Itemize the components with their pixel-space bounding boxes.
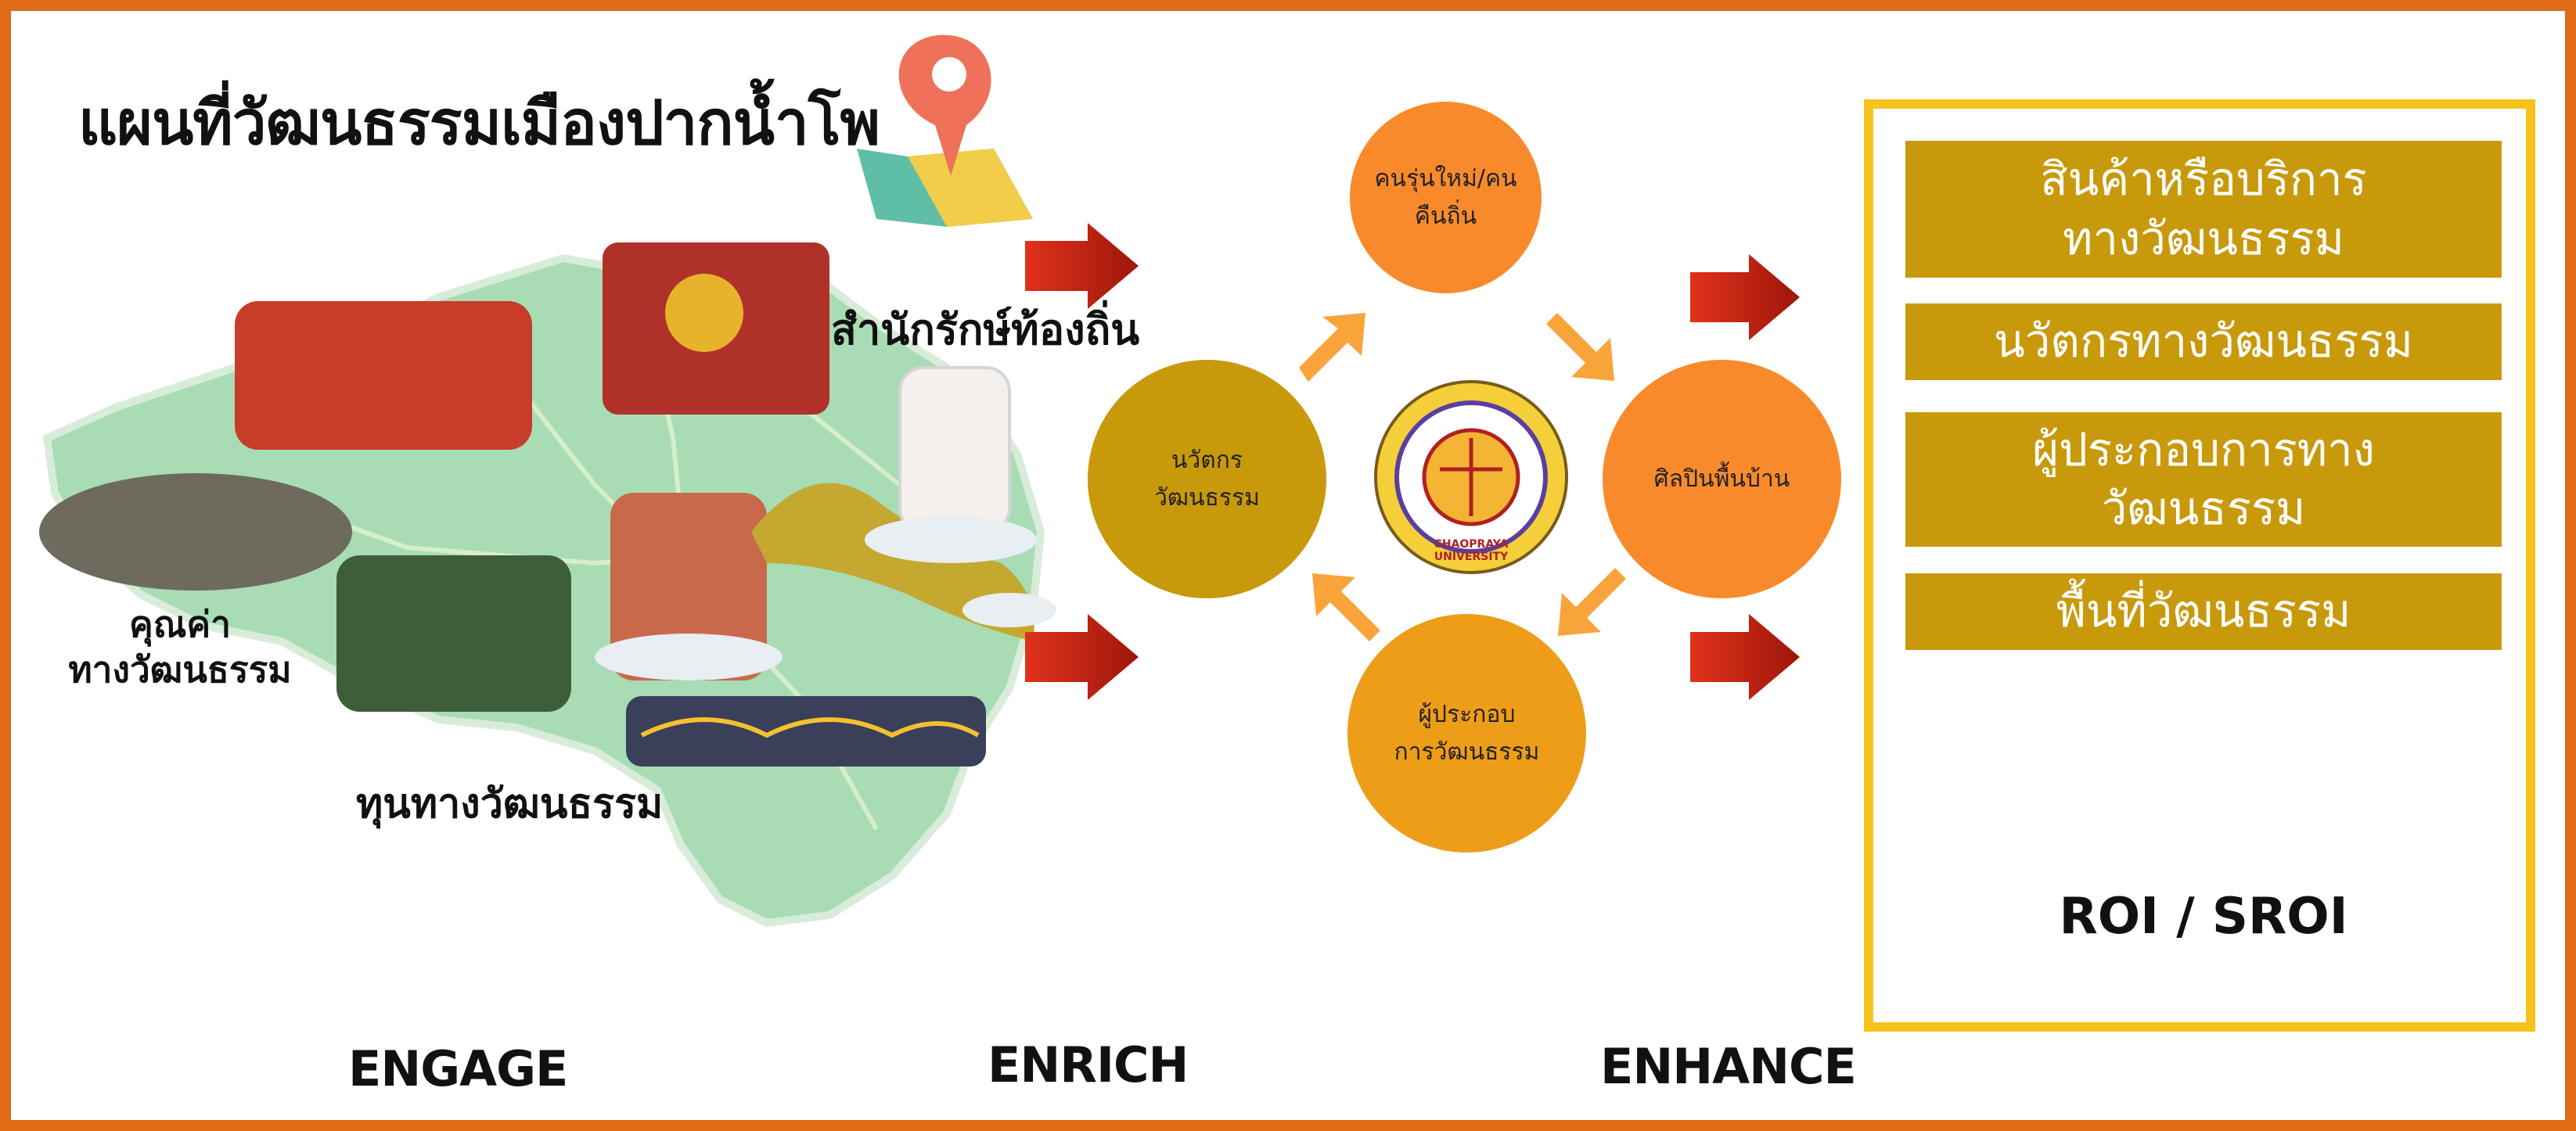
cycle-arrow-bottom-to-left xyxy=(1312,573,1380,641)
arrow-enrich-to-enhance xyxy=(1690,614,1800,700)
cloud xyxy=(865,516,1037,563)
result-cultural-entrepreneurs: ผู้ประกอบการทาง วัฒนธรรม xyxy=(1905,412,2502,547)
cycle-arrows xyxy=(1299,313,1626,641)
arrow-engage-to-enrich xyxy=(1025,223,1139,309)
cycle-node-cultural-entrepreneur: ผู้ประกอบ การวัฒนธรรม xyxy=(1347,614,1586,853)
result-cultural-products: สินค้าหรือบริการ ทางวัฒนธรรม xyxy=(1905,141,2502,278)
cloud xyxy=(962,593,1056,627)
stage-enrich: ENRICH xyxy=(988,1036,1189,1093)
cycle-node-folk-artist: ศิลปินพื้นบ้าน xyxy=(1603,360,1841,598)
label-cultural-value: คุณค่า ทางวัฒนธรรม xyxy=(68,603,292,691)
cycle-arrow-left-to-top xyxy=(1299,313,1365,382)
bridge-lights xyxy=(640,717,980,738)
result-cultural-innovators: นวัตกรทางวัฒนธรรม xyxy=(1905,303,2502,380)
cycle-node-label: ผู้ประกอบ การวัฒนธรรม xyxy=(1394,700,1540,766)
arrow-engage-to-enrich xyxy=(1025,614,1139,700)
result-cultural-spaces: พื้นที่วัฒนธรรม xyxy=(1905,573,2502,650)
goddess-photo xyxy=(898,366,1011,533)
stage-enhance: ENHANCE xyxy=(1600,1038,1857,1095)
lion-dance-photo xyxy=(235,301,532,450)
cycle-node-label: คนรุ่นใหม่/คน คืนถิ่น xyxy=(1374,164,1517,230)
fortress-photo xyxy=(39,473,352,591)
craftsman-photo xyxy=(610,493,767,680)
cloud xyxy=(595,634,783,680)
cycle-node-label: ศิลปินพื้นบ้าน xyxy=(1653,465,1790,493)
bridge-photo xyxy=(626,696,986,767)
dragon-photo xyxy=(751,483,1034,641)
cycle-arrow-right-to-bottom xyxy=(1558,568,1626,636)
cycle-node-cultural-innovator: นวัตกร วัฒนธรรม xyxy=(1088,360,1326,598)
stage-engage: ENGAGE xyxy=(348,1040,568,1097)
cycle-node-new-generation: คนรุ่นใหม่/คน คืนถิ่น xyxy=(1350,102,1542,293)
deity-statue xyxy=(665,274,743,352)
roi-label: ROI / SROI xyxy=(2059,888,2348,946)
cycle-node-label: นวัตกร วัฒนธรรม xyxy=(1154,446,1260,512)
label-local-shrine: สำนักรักษ์ท้องถิ่น xyxy=(831,305,1140,354)
logo-text: CHAOPRAYA UNIVERSITY xyxy=(1434,538,1509,563)
label-cultural-capital: ทุนทางวัฒนธรรม xyxy=(356,781,664,828)
location-pin-icon xyxy=(857,34,1033,227)
page-title: แผนที่วัฒนธรรมเมืองปากน้ำโพ xyxy=(78,88,880,159)
chaopraya-university-logo xyxy=(1374,380,1568,574)
cycle-arrow-top-to-right xyxy=(1546,313,1614,381)
arrow-enrich-to-enhance xyxy=(1690,254,1800,340)
masked-performers-photo xyxy=(336,555,571,712)
